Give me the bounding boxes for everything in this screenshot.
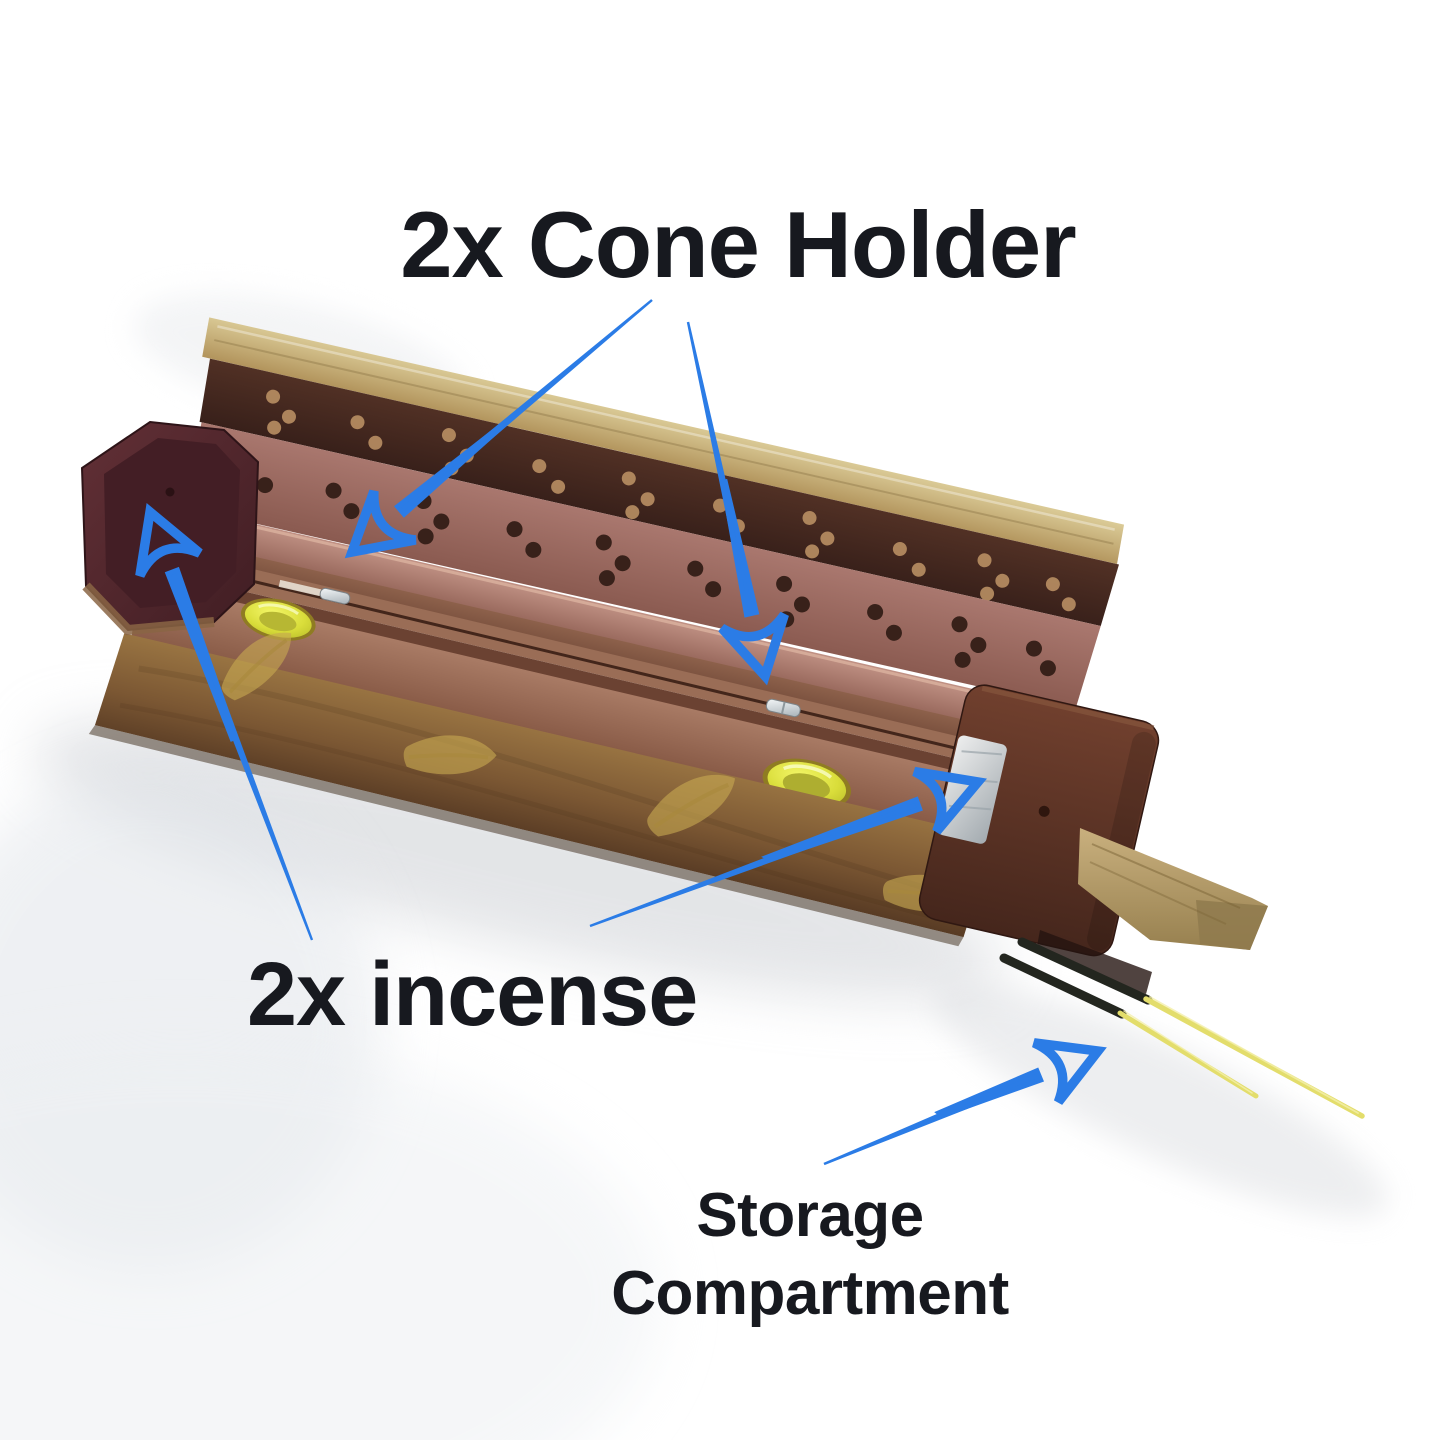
brass-cone-disc-left [240, 598, 316, 641]
arrowhead-icon [344, 489, 417, 559]
annotation-arrows [135, 299, 1107, 1166]
stick-hole-left [165, 487, 175, 497]
cone-holder-arrow-left [344, 299, 653, 559]
stick-hole-right [1038, 805, 1050, 817]
lid-dark-band [199, 358, 1119, 626]
incense-box-base [88, 507, 1025, 947]
storage-arrow [823, 1038, 1107, 1166]
storage-label-line2: Compartment [611, 1259, 1009, 1328]
arrowhead-icon [718, 611, 789, 686]
soft-shadows [0, 294, 1388, 1440]
bamboo-stick-end [1143, 996, 1365, 1119]
rail-glint [278, 579, 322, 597]
lid-perforations-lower [239, 456, 1056, 677]
arrow-shaft-thick [394, 410, 519, 518]
arrowhead-icon [135, 503, 203, 578]
center-rail-edge [176, 575, 1016, 786]
bamboo-stick-end [1117, 1010, 1259, 1099]
incense-arrow-right [589, 766, 987, 928]
arrow-shaft-thick [934, 1067, 1045, 1119]
cone-holder-arrow-right [686, 321, 789, 686]
storage-label-line1: Storage [696, 1181, 924, 1250]
incense-sticks [999, 937, 1365, 1119]
tray-back-wall [179, 507, 1025, 735]
arrowhead-icon [912, 766, 987, 835]
incense-arrow-left [135, 503, 314, 941]
front-bottom-edge [88, 725, 964, 947]
drawer-slot-shadow [1036, 930, 1152, 994]
cone-holder-metal-left [319, 587, 351, 605]
storage-drawer-tail [1036, 828, 1268, 994]
incense-stick-black [999, 953, 1127, 1019]
storage-compartment-label: Storage Compartment [611, 1177, 1009, 1333]
incense-label: 2x incense [247, 950, 698, 1040]
incense-label-text: 2x incense [247, 945, 698, 1045]
arrow-shaft-thick [164, 566, 239, 742]
lid-top-rim [202, 317, 1125, 565]
cone-holder-label: 2x Cone Holder [400, 198, 1076, 292]
arrow-shaft-thick [720, 478, 760, 618]
arrowhead-icon [1031, 1038, 1107, 1105]
cone-holder-label-text: 2x Cone Holder [400, 192, 1076, 297]
arrow-shaft-thick [761, 796, 923, 862]
incense-stick-black [1017, 937, 1153, 1005]
